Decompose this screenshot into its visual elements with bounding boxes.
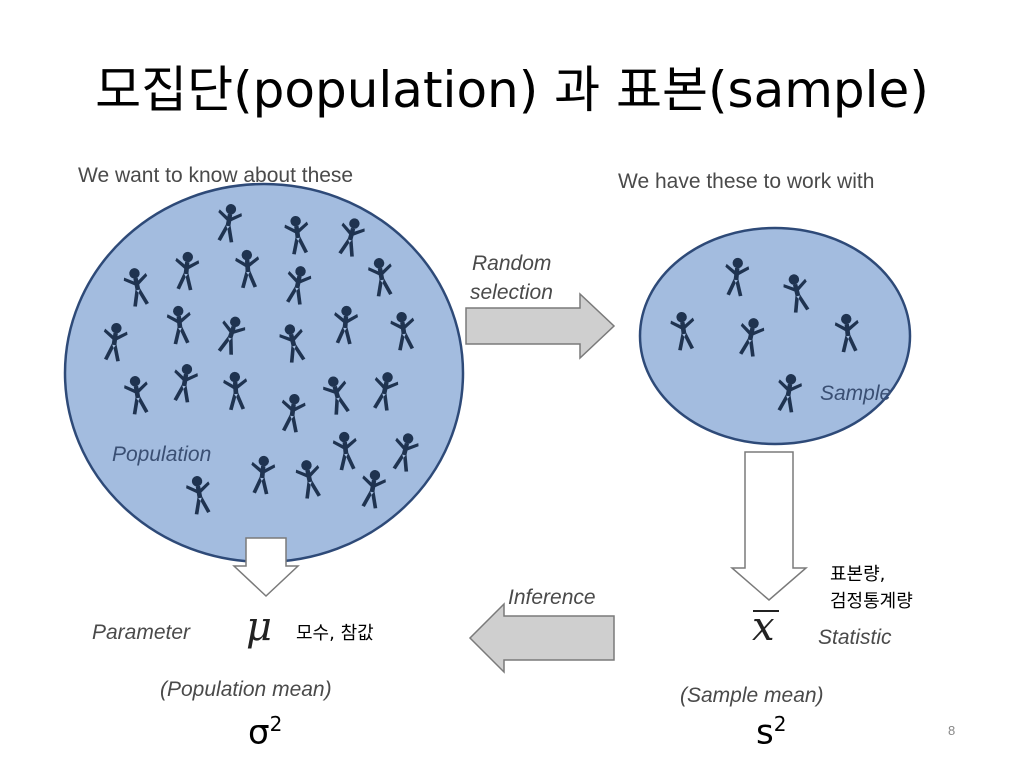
sample-label: Sample: [820, 382, 892, 405]
s-squared: s2: [756, 712, 786, 752]
sigma-squared: σ2: [248, 712, 282, 752]
s-symbol: s: [756, 712, 774, 753]
statistic-arrow: [729, 451, 809, 601]
sample-circle: [638, 226, 912, 446]
sample-caption: We have these to work with: [618, 170, 875, 193]
xbar-symbol: x: [752, 604, 775, 650]
parameter-label: Parameter: [92, 621, 191, 644]
population-mean-label: (Population mean): [160, 678, 332, 701]
sigma-exponent: 2: [269, 712, 283, 736]
statistic-korean-note-line2: 검정통계량: [830, 591, 913, 612]
random-selection-arrow: [465, 292, 616, 360]
population-circle: [63, 182, 465, 564]
statistic-label: Statistic: [818, 626, 892, 649]
population-caption: We want to know about these: [78, 164, 354, 187]
page-number: 8: [948, 723, 956, 738]
s-exponent: 2: [773, 712, 787, 736]
random-label-line2: selection: [470, 281, 553, 304]
inference-arrow: [468, 602, 615, 674]
slide-title: 모집단(population) 과 표본(sample): [95, 61, 929, 119]
inference-label: Inference: [508, 586, 596, 609]
mu-symbol: μ: [246, 604, 272, 650]
random-label-line1: Random: [472, 252, 552, 275]
sigma-symbol: σ: [248, 712, 270, 753]
population-label: Population: [112, 443, 212, 466]
sample-mean-label: (Sample mean): [680, 684, 824, 707]
parameter-korean-note: 모수, 참값: [296, 623, 374, 644]
parameter-arrow: [232, 537, 300, 598]
statistic-korean-note-line1: 표본량,: [830, 564, 886, 585]
